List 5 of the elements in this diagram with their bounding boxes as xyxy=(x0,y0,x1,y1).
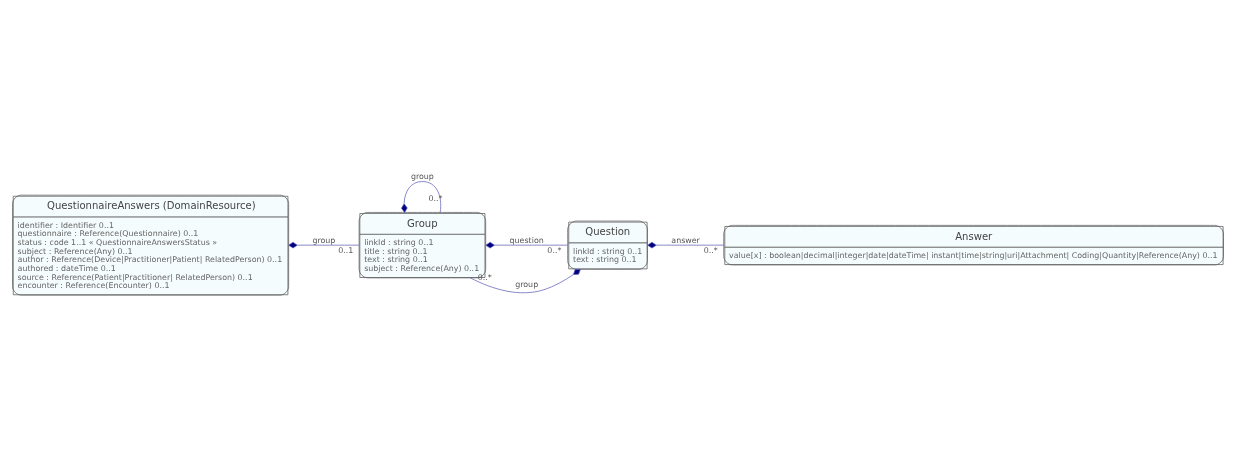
connector xyxy=(401,181,442,213)
connector xyxy=(288,241,360,249)
connector xyxy=(470,269,581,294)
connector xyxy=(485,241,568,249)
connector xyxy=(647,241,725,249)
